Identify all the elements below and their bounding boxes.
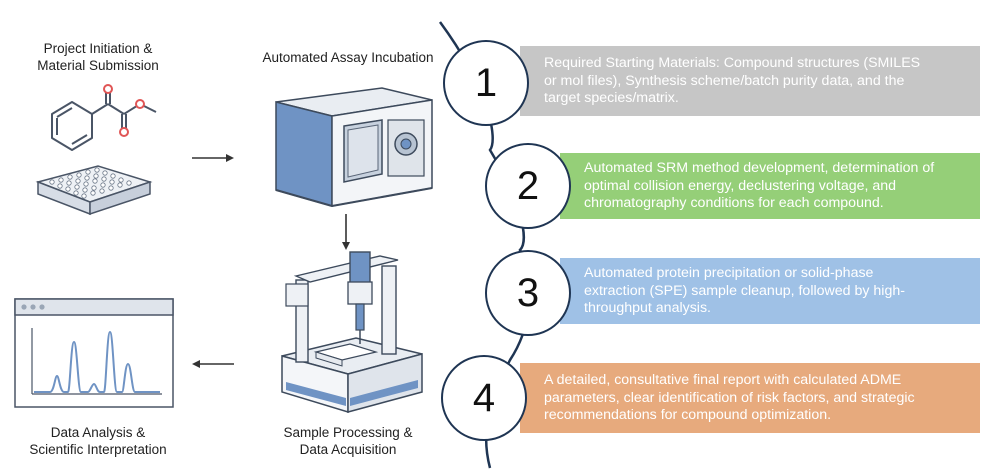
step-1-text-line-3: target species/matrix. — [544, 89, 679, 106]
step-2-text-line-2: optimal collision energy, declustering v… — [584, 177, 897, 194]
step-2-circle: 2 — [485, 143, 571, 229]
chromatogram-window-icon — [14, 298, 174, 408]
step-2-number: 2 — [516, 163, 540, 208]
step-4-number: 4 — [472, 375, 496, 420]
step-2-text-line-1: Automated SRM method development, determ… — [584, 159, 935, 176]
data-analysis-label-line-2: Scientific Interpretation — [29, 442, 167, 457]
incubator-icon — [275, 87, 433, 207]
step-3-number: 3 — [516, 270, 540, 315]
data-analysis-label-line-1: Data Analysis & — [50, 425, 146, 440]
sample-processing-label-line-1: Sample Processing & — [283, 425, 413, 440]
step-1-text-line-2: or mol files), Synthesis scheme/batch pu… — [544, 72, 905, 89]
arrow-to-incubation — [192, 154, 234, 162]
step-2-text-line-3: chromatography conditions for each compo… — [584, 194, 884, 211]
step-3-text-line-1: Automated protein precipitation or solid… — [584, 264, 874, 281]
step-4-text-line-1: A detailed, consultative final report wi… — [544, 371, 902, 388]
step-4-text-line-2: parameters, clear identification of risk… — [544, 389, 915, 406]
step-4-text-line-3: recommendations for compound optimizatio… — [544, 406, 832, 423]
sample-processing-label-line-2: Data Acquisition — [299, 442, 397, 457]
well-plate-icon — [35, 165, 153, 216]
assay-incubation-label-line-1: Automated Assay Incubation — [262, 50, 434, 65]
arrow-to-analysis — [192, 360, 234, 368]
project-initiation-label-line-1: Project Initiation & — [43, 41, 153, 56]
step-4-band: A detailed, consultative final report wi… — [520, 363, 980, 433]
step-1-text-line-1: Required Starting Materials: Compound st… — [544, 54, 921, 71]
step-2-band: Automated SRM method development, determ… — [560, 153, 980, 219]
step-1-circle: 1 — [443, 40, 529, 126]
molecule-icon — [51, 84, 157, 151]
step-3-band: Automated protein precipitation or solid… — [560, 258, 980, 324]
project-initiation-label-line-2: Material Submission — [37, 58, 159, 73]
step-3-circle: 3 — [485, 250, 571, 336]
step-1-band: Required Starting Materials: Compound st… — [520, 46, 980, 116]
sample-processing-label: Sample Processing & Data Acquisition — [268, 424, 428, 458]
step-3-text-line-3: throughput analysis. — [584, 299, 711, 316]
project-initiation-label: Project Initiation & Material Submission — [18, 40, 178, 74]
assay-incubation-label: Automated Assay Incubation — [248, 49, 448, 66]
data-analysis-label: Data Analysis & Scientific Interpretatio… — [8, 424, 188, 458]
step-3-text-line-2: extraction (SPE) sample cleanup, followe… — [584, 282, 905, 299]
step-4-circle: 4 — [441, 355, 527, 441]
step-1-number: 1 — [474, 60, 498, 105]
liquid-handler-icon — [281, 251, 423, 414]
arrow-to-processing — [342, 214, 350, 250]
